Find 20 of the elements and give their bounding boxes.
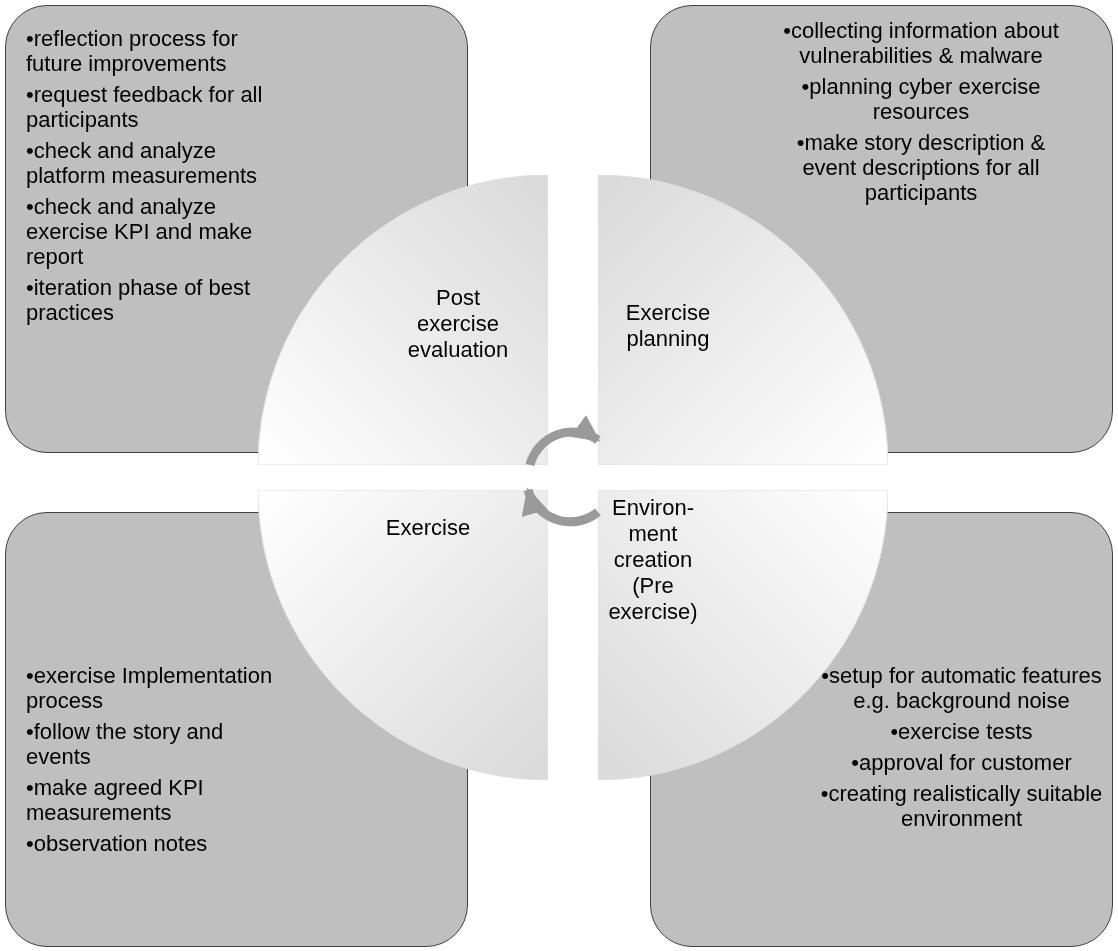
bullet-text: •observation notes	[26, 831, 209, 856]
bullet-text: •setup for automatic features e.g. background noise	[820, 663, 1103, 713]
bullet-text: •make story description & event descriptions for all participants	[795, 130, 1047, 205]
bullet-text: •check and analyze exercise KPI and make report	[26, 194, 254, 269]
bullet-text: •iteration phase of best practices	[26, 275, 252, 325]
bullet-text: •reflection process for future improvements	[26, 26, 239, 76]
bullet-text: •creating realistically suitable environment	[819, 781, 1104, 831]
bullet-text: •follow the story and events	[26, 719, 225, 769]
bullet-text: •check and analyze platform measurements	[26, 138, 259, 188]
stage-label: Post exercise evaluation	[406, 285, 510, 363]
stage-label: Exercise	[384, 515, 472, 541]
bullet-text: •exercise Implementation process	[26, 663, 274, 713]
bullet-text: •approval for customer	[850, 750, 1073, 775]
bullet-text: •planning cyber exercise resources	[800, 74, 1042, 124]
bullet-text: •request feedback for all participants	[26, 82, 264, 132]
bullet-text: •make agreed KPI measurements	[26, 775, 205, 825]
bullet-text: •collecting information about vulnerabilities & malware	[782, 18, 1060, 68]
bullet-text: •exercise tests	[889, 719, 1034, 744]
stage-label: Environ-ment creation (Pre exercise)	[607, 495, 699, 625]
stage-label: Exercise planning	[624, 300, 712, 352]
